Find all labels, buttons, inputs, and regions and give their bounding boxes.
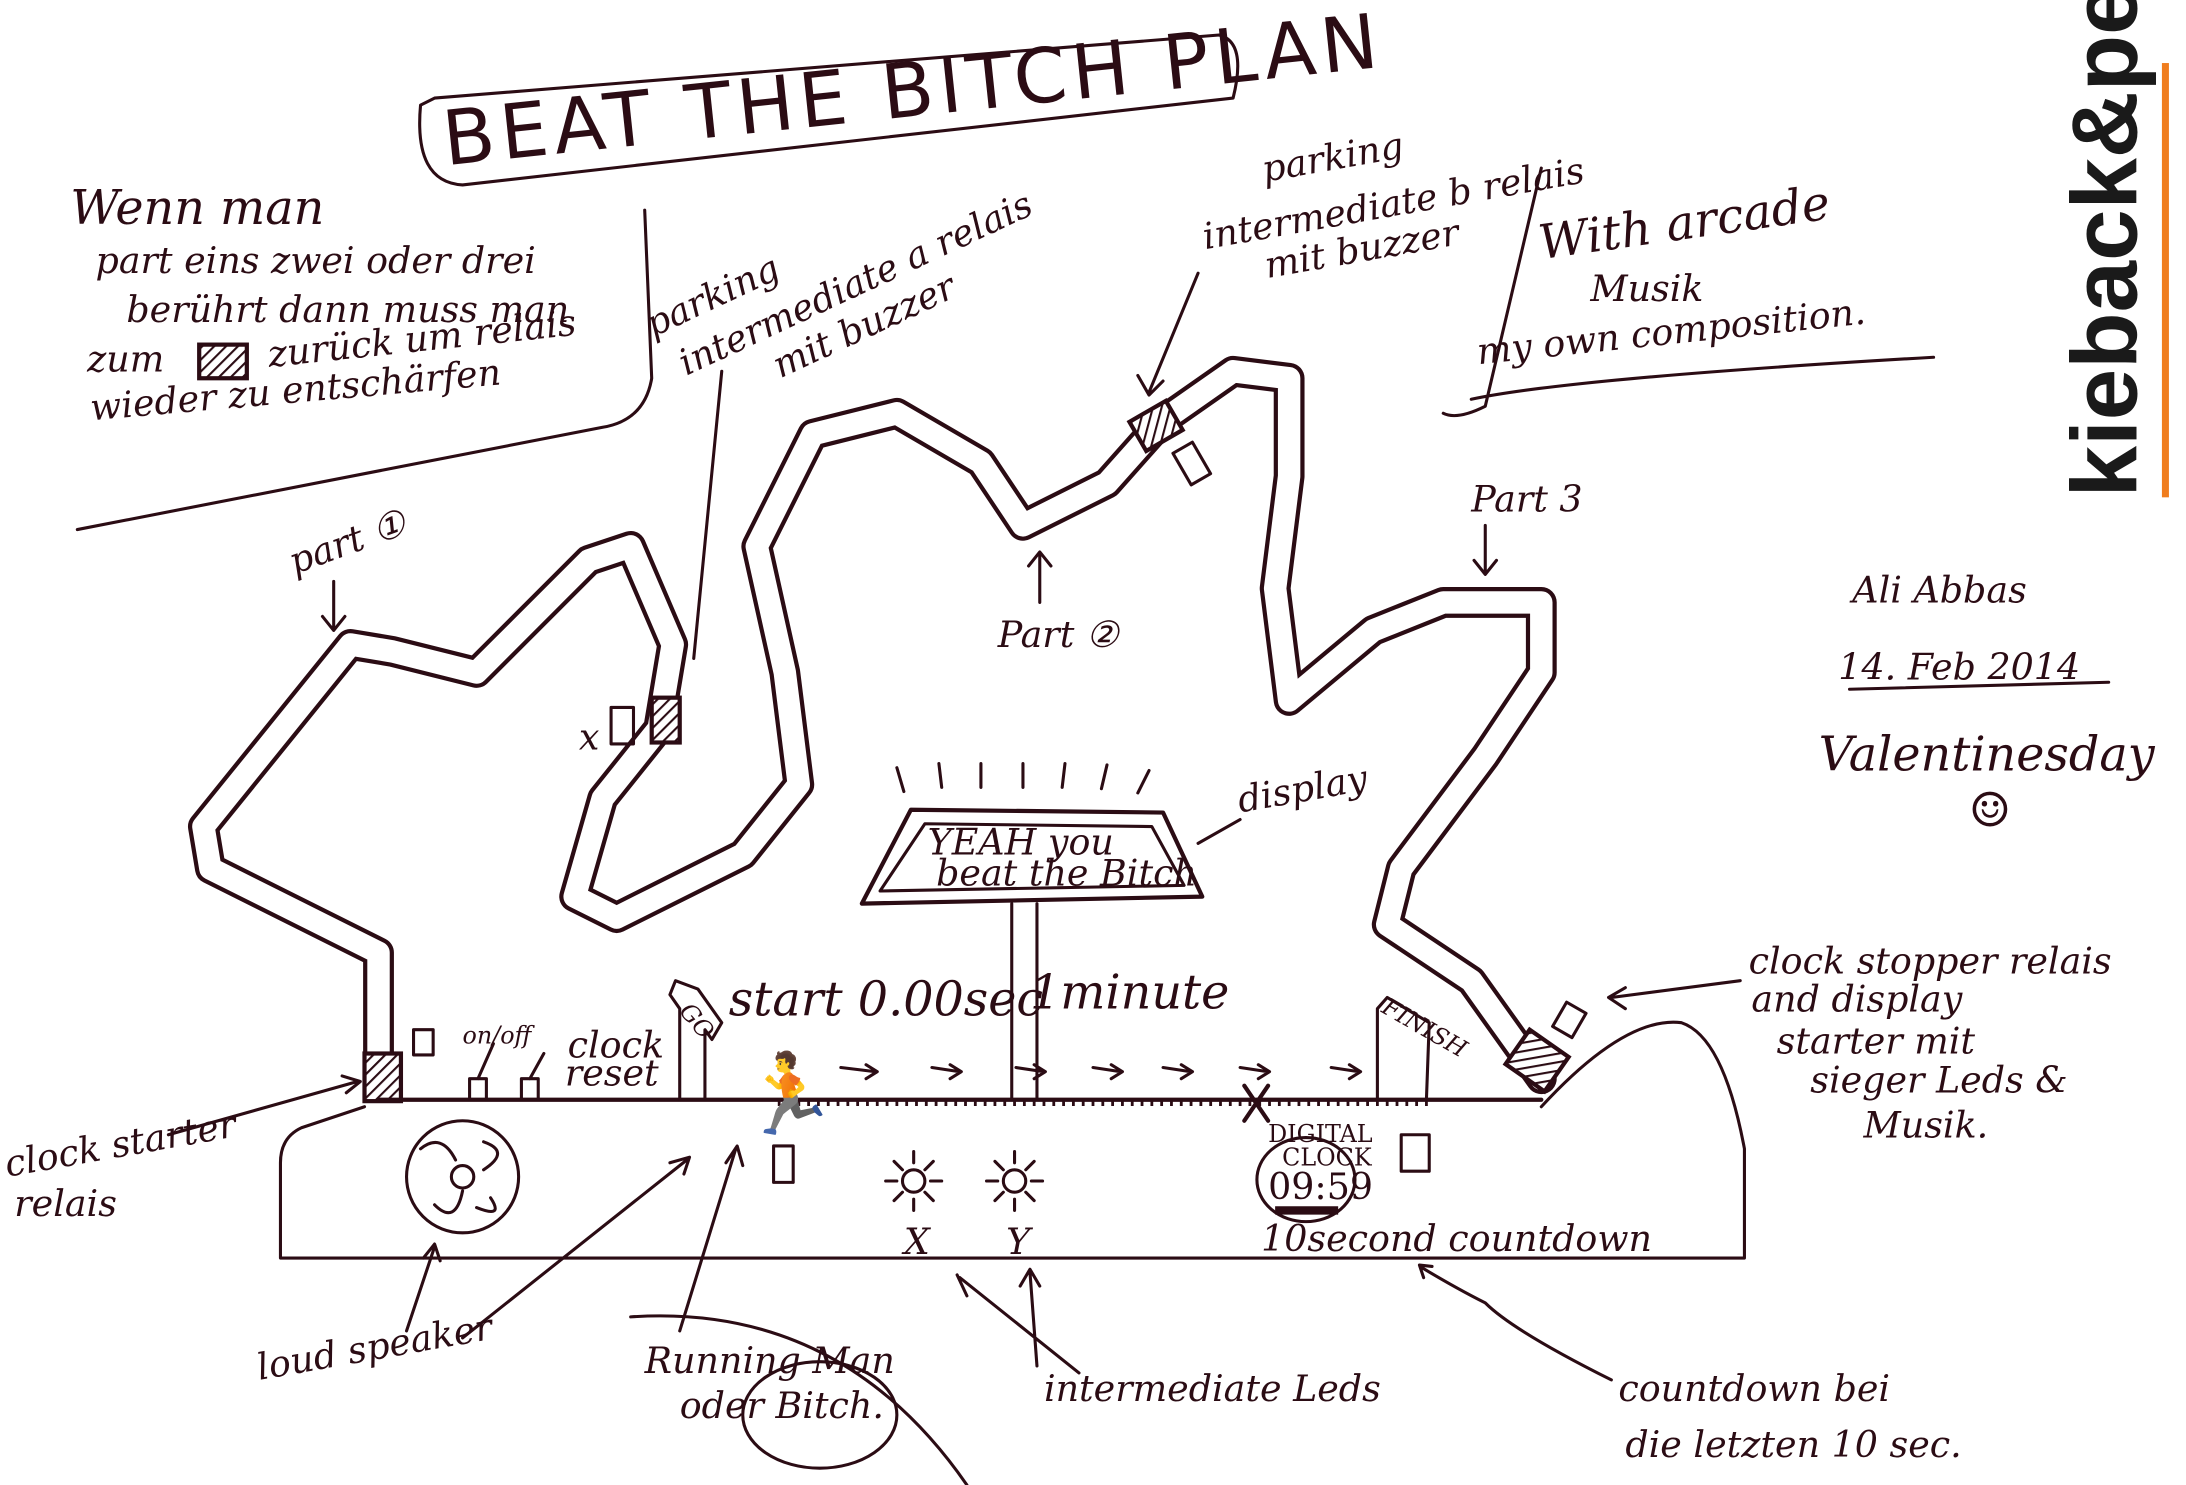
parking-a-note: parking intermediate a relais mit buzzer — [638, 182, 1039, 386]
arcade-line: Musik — [1589, 267, 1703, 310]
buzzer-icon — [772, 1144, 795, 1184]
logo-accent-bar — [2161, 63, 2169, 498]
finish-flag-icon — [1375, 995, 1431, 1102]
clock-starter-relais-icon — [362, 1051, 404, 1104]
clock-stopper-line: sieger Leds & — [1810, 1059, 2067, 1102]
note-line: berührt dann muss man — [126, 288, 569, 331]
switch-icon — [412, 1028, 435, 1057]
clock-label: CLOCK — [1282, 1144, 1373, 1172]
running-man-label: oder Bitch. — [680, 1384, 884, 1427]
finish-label: FINISH — [1376, 992, 1473, 1064]
race: GO start 0.00sec 1minute FINISH 🏃 — [668, 966, 1473, 1140]
title-box: BEAT THE BITCH PLAN — [418, 0, 1387, 187]
clock-stopper-line: Musik. — [1863, 1104, 1989, 1147]
loud-speaker-icon — [404, 1119, 521, 1235]
start-label: start 0.00sec — [729, 973, 1043, 1028]
x-marker — [1242, 1083, 1271, 1123]
arrow — [955, 1267, 1081, 1375]
clock-time: 09:59 — [1268, 1165, 1373, 1208]
buzzer-b-icon — [1171, 440, 1213, 487]
parking-b-line: parking — [1259, 124, 1407, 191]
logo-text: kieback&peter — [2053, 0, 2157, 497]
arrow — [1136, 271, 1200, 397]
relais-b-icon — [1126, 397, 1186, 454]
go-flag-icon — [668, 979, 724, 1102]
arrow — [404, 1242, 442, 1333]
note-line: part eins zwei oder drei — [96, 239, 536, 282]
clock-stopper-line: clock stopper relais — [1749, 940, 2112, 983]
led-x-label: X — [901, 1220, 932, 1263]
countdown-label: 10second countdown — [1261, 1217, 1652, 1260]
onoff-label: on/off — [463, 1022, 536, 1050]
author-name: Ali Abbas — [1849, 568, 2026, 611]
intermediate-leds-label: intermediate Leds — [1044, 1367, 1381, 1410]
direction-arrows — [839, 1063, 1363, 1081]
arrow — [166, 1074, 362, 1137]
page-title: BEAT THE BITCH PLAN — [438, 0, 1387, 183]
clock-stopper-line: and display — [1751, 977, 1962, 1020]
part-3-label: Part 3 — [1470, 477, 1582, 520]
relais-hatched-icon — [197, 342, 249, 381]
race-track: x — [187, 355, 1572, 1104]
clock-stopper-note: clock stopper relais and display starter… — [1551, 940, 2112, 1147]
onoff-switch[interactable] — [468, 1042, 495, 1102]
display-label: display — [1234, 756, 1371, 821]
smiley-icon: ☺ — [1969, 784, 2012, 839]
controls: on/off clock reset — [412, 1022, 664, 1102]
display-sign: YEAH you beat the Bitch display — [859, 756, 1371, 1102]
clock-stopper-relais-icon — [1502, 1026, 1572, 1095]
led-y-icon — [984, 1150, 1045, 1212]
clock-starter-label: clock starter — [1, 1102, 241, 1185]
note-left: Wenn man part eins zwei oder drei berühr… — [70, 181, 654, 532]
date: 14. Feb 2014 — [1838, 645, 2080, 688]
clock-reset-switch[interactable] — [519, 1051, 546, 1102]
note-line: zum — [86, 337, 164, 380]
countdown-buzzer-icon — [1399, 1133, 1431, 1173]
glow-rays-icon — [895, 761, 1151, 795]
arrow — [320, 579, 347, 632]
countdown-note: countdown bei — [1618, 1367, 1890, 1410]
relais-a-icon — [649, 695, 682, 745]
led-x-icon — [884, 1150, 944, 1212]
digital-clock: DIGITAL CLOCK 09:59 — [1255, 1120, 1373, 1224]
display-text-line: beat the Bitch — [936, 851, 1197, 894]
arrow — [1027, 550, 1053, 604]
circle-annotation — [741, 1360, 899, 1470]
countdown-note: die letzten 10 sec. — [1625, 1423, 1961, 1466]
clock-reset-label: reset — [565, 1052, 659, 1095]
kieback-peter-logo: kieback&peter — [2053, 0, 2169, 497]
display-text-line: YEAH you — [928, 821, 1114, 864]
arrow — [1417, 1263, 1613, 1382]
clock-label: DIGITAL — [1268, 1120, 1373, 1148]
arrow — [1472, 523, 1499, 576]
led-y-label: Y — [1006, 1220, 1033, 1263]
clock-stopper-line: starter mit — [1777, 1020, 1976, 1063]
author-block: Ali Abbas 14. Feb 2014 Valentinesday ☺ — [1819, 568, 2156, 838]
base-platform — [278, 1020, 1746, 1260]
part-1-label: part ① — [283, 500, 414, 583]
arrow — [629, 1144, 969, 1485]
part-2-label: Part ② — [997, 613, 1121, 656]
note-line: Wenn man — [70, 181, 324, 236]
arrow — [461, 1155, 692, 1340]
buzzer-a-icon — [609, 705, 636, 746]
x-mark: x — [579, 716, 600, 759]
loud-speaker-label: loud speaker — [254, 1305, 499, 1389]
clock-reset-label: clock — [568, 1024, 664, 1067]
minute-label: 1minute — [1030, 966, 1229, 1021]
occasion: Valentinesday — [1819, 728, 2156, 783]
clock-stopper-buzzer-icon — [1551, 1000, 1588, 1040]
pointer-line — [692, 369, 724, 660]
running-man-icon: 🏃 — [740, 1048, 838, 1140]
arcade-note: With arcade Musik my own composition. — [1441, 166, 1936, 418]
clock-starter-label: relais — [14, 1182, 117, 1225]
